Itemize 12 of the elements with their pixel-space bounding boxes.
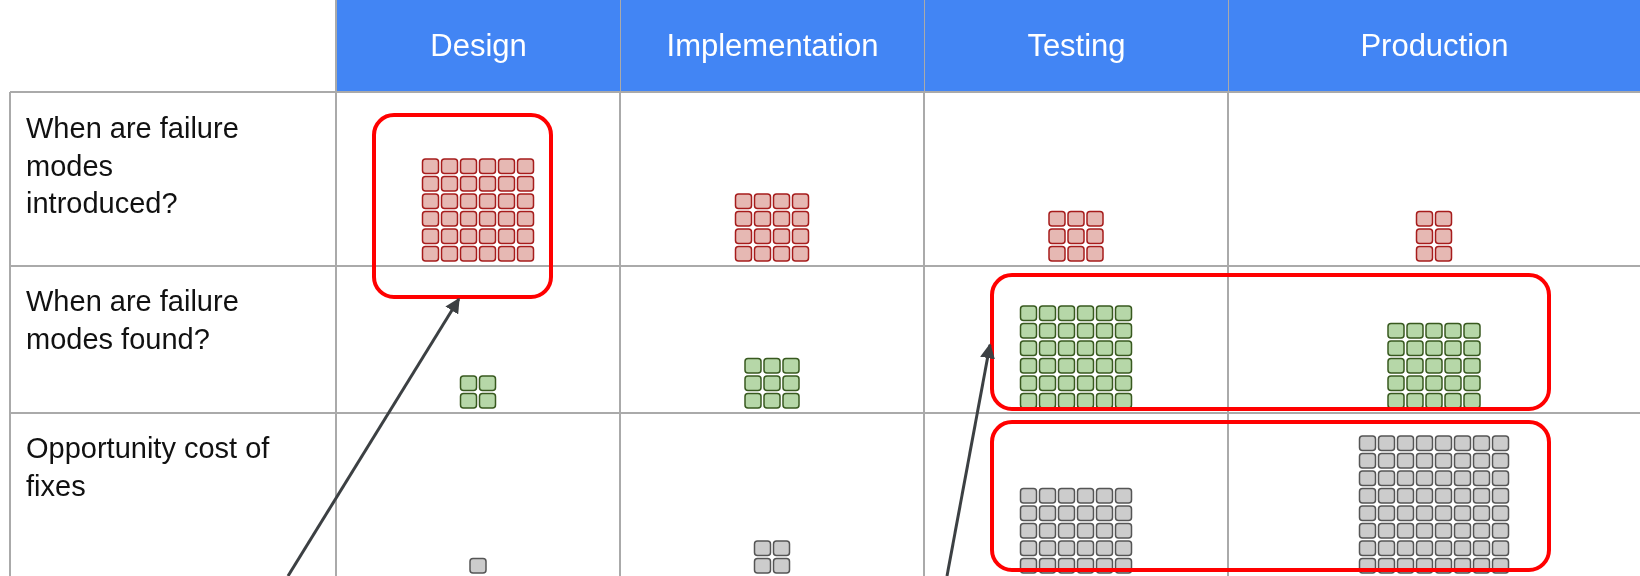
highlight-box: [372, 113, 553, 299]
row-label: When are failure modes introduced?: [26, 111, 240, 222]
column-header: Production: [1229, 0, 1640, 91]
column-header: Design: [337, 0, 620, 91]
column-header: Implementation: [621, 0, 924, 91]
row-label: When are failure modes found?: [26, 284, 240, 357]
arrow: [286, 297, 461, 576]
highlight-box: [990, 420, 1551, 572]
row-label: Opportunity cost of fixes: [26, 431, 271, 504]
highlight-box: [990, 273, 1551, 411]
arrow: [945, 343, 995, 576]
column-header: Testing: [925, 0, 1228, 91]
